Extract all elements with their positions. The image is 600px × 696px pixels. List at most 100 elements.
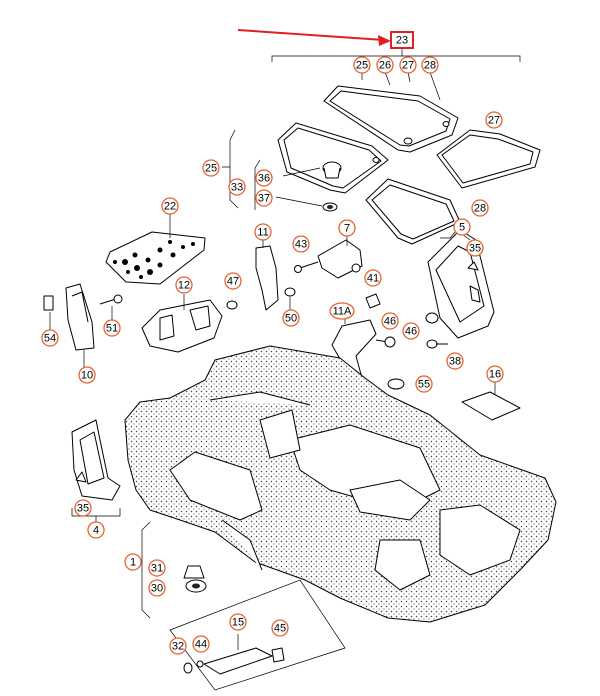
callout-ring <box>224 272 242 290</box>
callout-label: 11 <box>257 227 268 239</box>
clip-54 <box>43 295 54 332</box>
callout-22: 22 <box>161 197 179 215</box>
bolt-50 <box>284 287 296 310</box>
callout-30: 30 <box>148 579 166 597</box>
mat-clip-lower <box>322 202 338 212</box>
callout-label: 46 <box>384 316 396 328</box>
callout-label: 11A <box>333 306 352 318</box>
callout-ring <box>376 56 394 74</box>
clip-32 <box>183 662 193 674</box>
callout-54: 54 <box>41 329 59 347</box>
callout-ring <box>255 169 273 187</box>
callout-38: 38 <box>446 352 464 370</box>
callout-label: 23 <box>396 35 408 47</box>
callout-10: 10 <box>78 366 96 384</box>
clip-46-right <box>425 312 439 324</box>
front-passenger-mat <box>277 122 389 194</box>
side-panel-5 <box>427 229 495 339</box>
callout-label: 51 <box>106 323 118 335</box>
grommet-31 <box>183 565 205 579</box>
callout-ring <box>338 219 356 237</box>
bracket-11 <box>255 238 279 311</box>
callout-ring <box>485 111 503 129</box>
callout-ring <box>74 499 92 517</box>
callout-11a: 11A <box>329 302 355 320</box>
callout-ring <box>364 269 382 287</box>
callout-5: 5 <box>453 218 471 236</box>
mat-set-leaders <box>361 71 441 101</box>
bolt-43 <box>294 261 319 273</box>
callout-ring <box>175 276 193 294</box>
callout-45: 45 <box>271 619 289 637</box>
callout-41: 41 <box>364 269 382 287</box>
callout-4: 4 <box>87 521 105 539</box>
detail-bracket <box>169 579 346 691</box>
screw-38 <box>426 339 448 349</box>
clip-35-upper <box>467 261 479 271</box>
callout-highlight-box <box>390 31 414 49</box>
callout-label: 33 <box>231 182 243 194</box>
callout-ring <box>282 309 300 327</box>
callout-label: 27 <box>488 115 500 127</box>
callout-35: 35 <box>466 239 484 257</box>
callout-46: 46 <box>402 322 420 340</box>
clip-45 <box>271 647 285 663</box>
callout-label: 55 <box>418 379 430 391</box>
callout-ring <box>486 365 504 383</box>
pointer-arrow <box>237 29 391 46</box>
floor-carpet <box>124 345 557 623</box>
callout-label: 47 <box>227 276 239 288</box>
plate-16 <box>461 382 521 421</box>
callout-ring <box>78 366 96 384</box>
callout-50: 50 <box>282 309 300 327</box>
callout-11: 11 <box>254 223 272 241</box>
callout-31: 31 <box>148 559 166 577</box>
callout-ring <box>402 322 420 340</box>
callout-28: 28 <box>421 56 439 74</box>
callout-55: 55 <box>415 375 433 393</box>
callout-36: 36 <box>255 169 273 187</box>
callout-33: 33 <box>228 178 246 196</box>
callout-ring <box>421 56 439 74</box>
callout-label: 12 <box>178 280 190 292</box>
callout-ring <box>255 189 273 207</box>
callout-ring <box>466 239 484 257</box>
callout-ring <box>446 352 464 370</box>
callout-label: 16 <box>489 369 501 381</box>
callout-ring <box>202 159 220 177</box>
trim-panel-10 <box>65 283 95 370</box>
callout-label: 30 <box>151 583 163 595</box>
callout-label: 50 <box>285 313 297 325</box>
callout-ring <box>353 56 371 74</box>
callout-47: 47 <box>224 272 242 290</box>
callout-27: 27 <box>485 111 503 129</box>
callout-ring <box>471 199 489 217</box>
callout-label: 43 <box>295 239 307 251</box>
callout-7: 7 <box>338 219 356 237</box>
callout-ring <box>41 329 59 347</box>
callout-ring <box>148 579 166 597</box>
callout-35: 35 <box>74 499 92 517</box>
callout-ring <box>228 178 246 196</box>
callout-label: 28 <box>424 60 436 72</box>
callout-ring <box>453 218 471 236</box>
callout-label: 54 <box>44 333 56 345</box>
callout-16: 16 <box>486 365 504 383</box>
callout-label: 10 <box>81 370 93 382</box>
callout-43: 43 <box>292 235 310 253</box>
callout-ring <box>161 197 179 215</box>
callout-label: 32 <box>172 641 184 653</box>
bracket-7 <box>317 236 363 279</box>
callout-26: 26 <box>376 56 394 74</box>
callout-label: 35 <box>77 503 89 515</box>
callout-ring <box>87 521 105 539</box>
callout-44: 44 <box>192 635 210 653</box>
callout-15: 15 <box>229 613 247 631</box>
callout-ring <box>329 302 355 320</box>
clip-46-center <box>375 336 396 348</box>
callout-label: 45 <box>274 623 286 635</box>
callout-46: 46 <box>381 312 399 330</box>
callout-ring <box>415 375 433 393</box>
